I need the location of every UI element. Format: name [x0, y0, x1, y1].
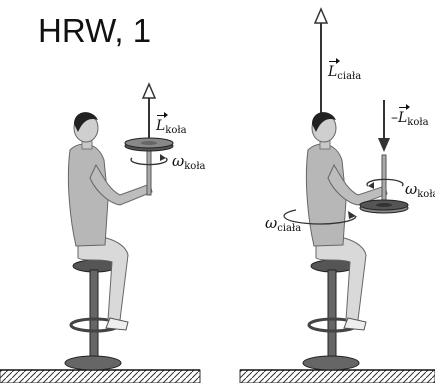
left-wheel-vector-sub: koła — [165, 125, 186, 136]
right-wheel-omega-symbol: ω — [405, 180, 417, 198]
left-omega-sub: koła — [184, 161, 205, 172]
right-neg-wheel-symbol: L — [398, 110, 407, 126]
right-neg-wheel-label: –Lkoła — [391, 110, 429, 126]
left-wheel-vector-symbol: L — [156, 118, 165, 134]
left-omega-label: ωkoła — [172, 152, 206, 170]
right-neg-wheel-prefix: – — [391, 110, 398, 126]
left-wheel-vector-label: Lkoła — [156, 118, 187, 134]
right-neg-wheel-sub: koła — [407, 117, 428, 128]
left-floor — [0, 370, 200, 383]
left-wheel — [125, 138, 173, 195]
right-body-omega-sub: ciała — [277, 223, 301, 234]
left-omega-symbol: ω — [172, 152, 184, 170]
right-body-omega-label: ωciała — [265, 214, 301, 232]
right-body-vector-sub: ciała — [337, 71, 361, 82]
right-wheel-omega-label: ωkoła — [405, 180, 435, 198]
right-floor — [240, 370, 435, 383]
right-body-vector-label: Lciała — [328, 64, 361, 80]
right-body-omega-symbol: ω — [265, 214, 277, 232]
right-wheel-omega-sub: koła — [417, 189, 435, 198]
right-body-vector-symbol: L — [328, 64, 337, 80]
